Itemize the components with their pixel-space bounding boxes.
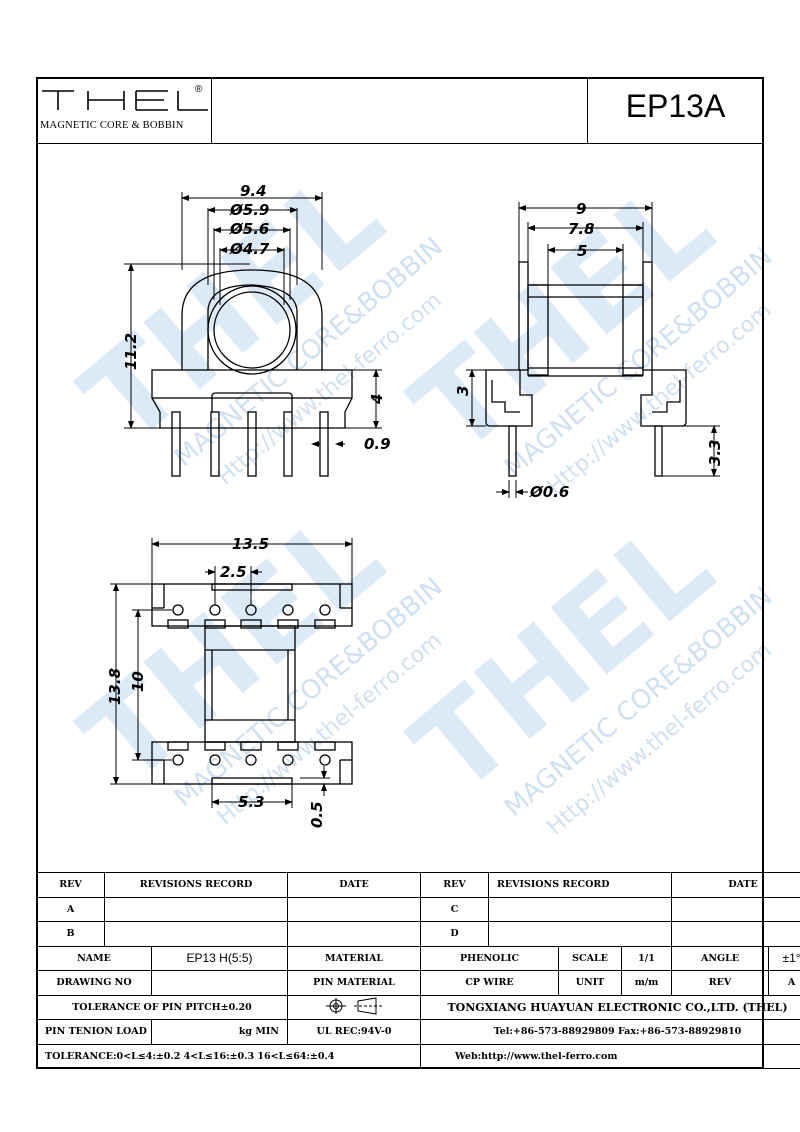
front-bobbin-arch xyxy=(181,269,323,370)
pin-material-value: CP WIRE xyxy=(419,970,560,996)
angle-label: ANGLE xyxy=(671,945,770,971)
logo-box xyxy=(36,77,212,144)
scale-label: SCALE xyxy=(558,945,623,971)
pin-material-label: PIN MATERIAL xyxy=(287,970,421,996)
front-base xyxy=(151,369,353,399)
side-left-upright xyxy=(518,261,529,371)
dim-front-width: 9.4 xyxy=(240,182,267,200)
dim-side-inner: 7.8 xyxy=(568,220,595,238)
drawing-no-row: DRAWING NO PIN MATERIAL CP WIRE UNIT m/m… xyxy=(36,970,800,996)
title-block: REV REVISIONS RECORD DATE REV REVISIONS … xyxy=(36,872,800,1069)
front-center-tab xyxy=(211,392,293,412)
header-divider xyxy=(36,143,764,144)
date-header: DATE xyxy=(671,872,800,898)
drawing-no-value xyxy=(151,970,288,996)
tolerance-pitch-row: TOLERANCE OF PIN PITCH±0.20 TONGXIANG HU… xyxy=(36,994,800,1020)
projection-symbol-icon xyxy=(326,997,384,1015)
unit-value: m/m xyxy=(621,970,673,996)
drawing-no-label: DRAWING NO xyxy=(36,970,152,996)
front-core-outer xyxy=(207,285,297,375)
dim-front-pin: 0.9 xyxy=(364,435,391,453)
dim-front-dia-1: Ø5.9 xyxy=(229,201,269,219)
bottom-view xyxy=(110,538,353,808)
rev-letter: A xyxy=(36,896,105,922)
revisions-header: REVISIONS RECORD xyxy=(488,872,673,898)
bottom-bottom-tab xyxy=(211,777,293,785)
rev-label: REV xyxy=(671,970,770,996)
web-address: Web:http://www.thel-ferro.com xyxy=(419,1043,800,1069)
dim-side-width: 9 xyxy=(576,200,586,218)
technical-drawing: 9.4 Ø5.9 Ø5.6 Ø4.7 11.2 4 0.9 9 7.8 5 3 … xyxy=(106,182,724,828)
name-row: NAME EP13 H(5:5) MATERIAL PHENOLIC SCALE… xyxy=(36,945,800,971)
rev-letter: C xyxy=(419,896,490,922)
rev-header: REV xyxy=(36,872,105,898)
side-right-flange xyxy=(640,369,687,427)
side-right-upright xyxy=(642,261,653,371)
company-name: TONGXIANG HUAYUAN ELECTRONIC CO.,LTD. (T… xyxy=(419,994,800,1020)
date-header: DATE xyxy=(287,872,421,898)
scale-value: 1/1 xyxy=(621,945,673,971)
tolerance-pitch: TOLERANCE OF PIN PITCH±0.20 xyxy=(36,994,288,1020)
dim-front-base: 4 xyxy=(368,394,386,405)
front-core-inner xyxy=(213,291,291,369)
angle-value: ±1° xyxy=(768,945,800,971)
rev-header: REV xyxy=(419,872,490,898)
pin-tension-label: PIN TENION LOAD xyxy=(36,1019,152,1045)
dim-front-height: 11.2 xyxy=(122,333,140,370)
name-value: EP13 H(5:5) xyxy=(151,945,288,971)
dim-bottom-pitch: 2.5 xyxy=(220,563,247,581)
bottom-center-core xyxy=(204,625,296,743)
material-label: MATERIAL xyxy=(287,945,421,971)
bottom-pin-pads xyxy=(167,619,336,751)
rev-letter: B xyxy=(36,921,105,947)
dim-bottom-depth: 13.8 xyxy=(106,668,124,705)
pin-tension-row: PIN TENION LOAD kg MIN UL REC:94V-0 Tel:… xyxy=(36,1019,800,1045)
rev-value: A xyxy=(768,970,800,996)
thel-logo-icon xyxy=(42,90,208,111)
rev-letter: D xyxy=(419,921,490,947)
general-tolerance: TOLERANCE:0<L≤4:±0.2 4<L≤16:±0.3 16<L≤64… xyxy=(36,1043,421,1069)
material-value: PHENOLIC xyxy=(419,945,560,971)
revision-header-row: REV REVISIONS RECORD DATE REV REVISIONS … xyxy=(36,872,800,898)
contact-info: Tel:+86-573-88929809 Fax:+86-573-8892981… xyxy=(419,1019,800,1045)
pin-tension-unit: kg MIN xyxy=(151,1019,288,1045)
dim-side-core: 5 xyxy=(577,242,587,260)
dim-bottom-offset: 0.5 xyxy=(308,801,326,828)
dim-bottom-width: 13.5 xyxy=(232,535,269,553)
side-left-pin xyxy=(508,425,517,477)
side-inner-right xyxy=(622,284,644,376)
bottom-pins xyxy=(172,604,331,766)
dim-side-pin-len: 3.3 xyxy=(706,439,724,466)
revisions-header: REVISIONS RECORD xyxy=(104,872,288,898)
tolerance-row: TOLERANCE:0<L≤4:±0.2 4<L≤16:±0.3 16<L≤64… xyxy=(36,1043,800,1069)
name-label: NAME xyxy=(36,945,152,971)
front-base-lower xyxy=(151,397,353,429)
revision-row-b: B D xyxy=(36,921,800,947)
ul-rec: UL REC:94V-0 xyxy=(287,1019,421,1045)
dim-side-pin-dia: Ø0.6 xyxy=(529,483,569,501)
dim-side-flange: 3 xyxy=(454,386,472,396)
dim-front-dia-2: Ø5.6 xyxy=(229,220,269,238)
side-right-pin xyxy=(654,425,663,477)
side-left-flange xyxy=(485,369,533,427)
unit-label: UNIT xyxy=(558,970,623,996)
revision-row-a: A C xyxy=(36,896,800,922)
front-view xyxy=(124,192,382,477)
front-pins xyxy=(171,411,329,477)
front-arch-inner xyxy=(207,284,298,370)
side-view xyxy=(466,202,720,498)
logo-subtitle: MAGNETIC CORE & BOBBIN xyxy=(40,120,184,131)
part-number-box xyxy=(587,77,764,144)
projection-symbol xyxy=(287,994,421,1020)
part-number: EP13A xyxy=(625,88,726,124)
registered-mark: ® xyxy=(195,84,203,95)
bottom-top-tab xyxy=(211,583,293,591)
dim-bottom-slot: 5.3 xyxy=(238,793,265,811)
dim-bottom-gap: 10 xyxy=(129,671,147,692)
dim-front-dia-3: Ø4.7 xyxy=(229,240,270,258)
side-inner-left xyxy=(527,284,549,376)
